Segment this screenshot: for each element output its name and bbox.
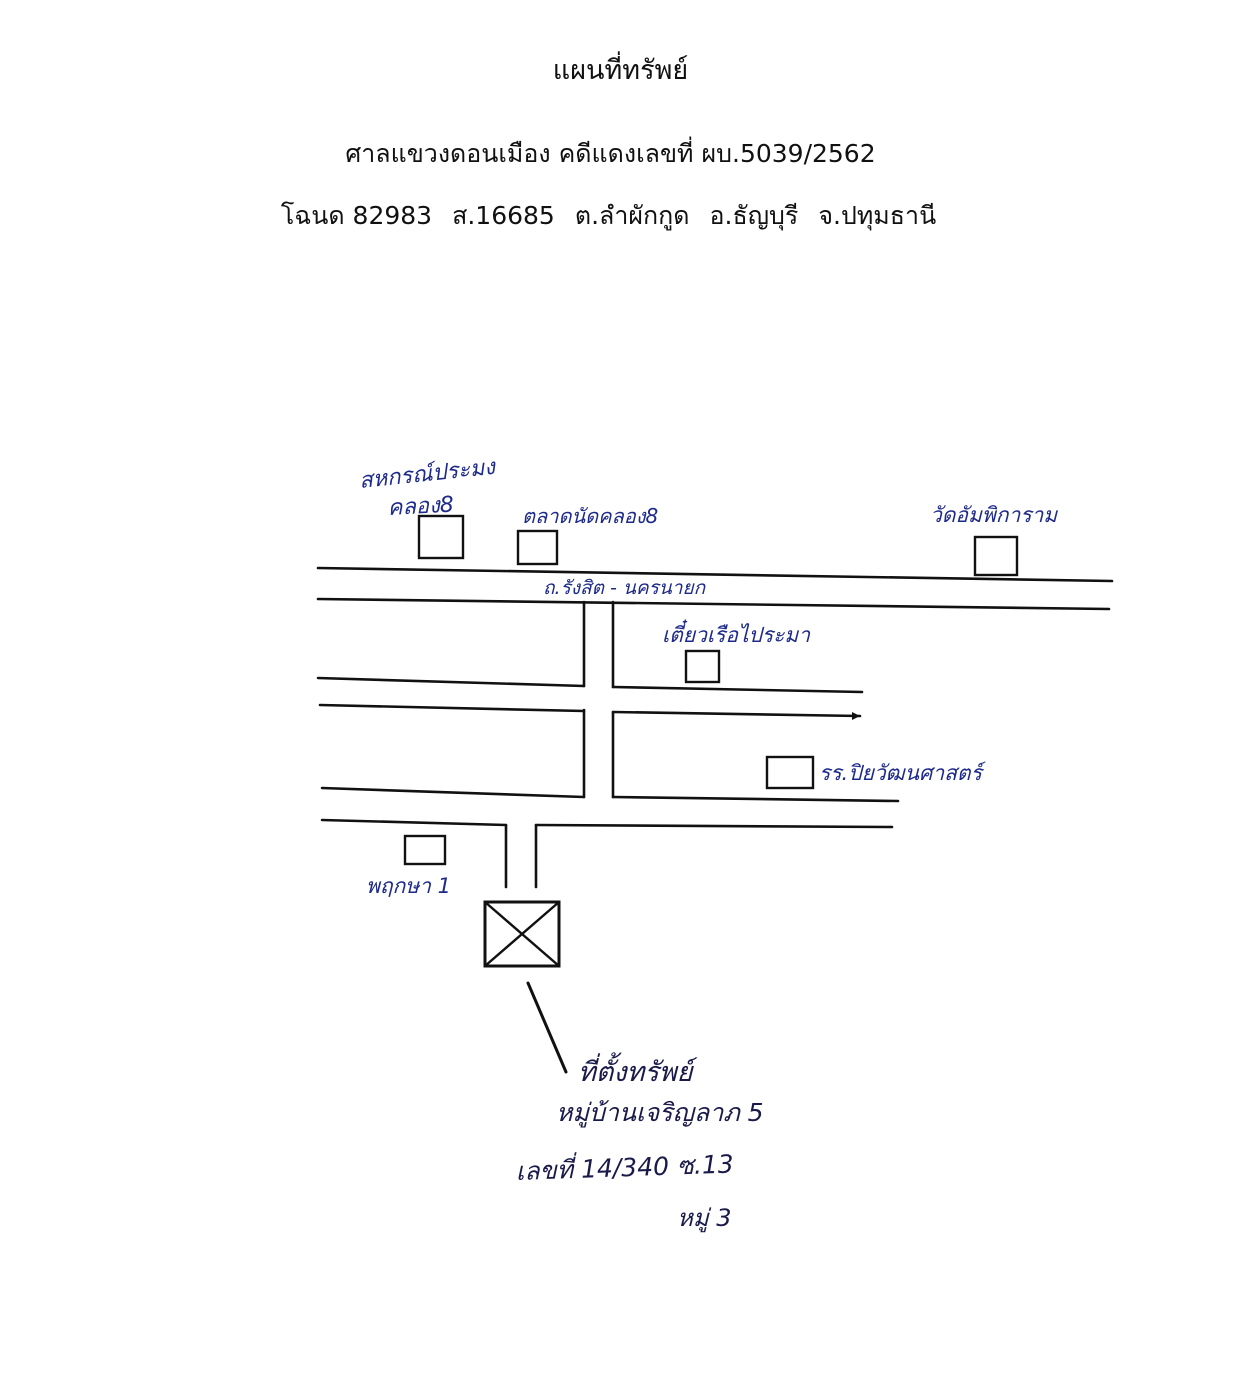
bottom-road-east (534, 823, 894, 829)
property-note-village: หมู่บ้านเจริญลาภ 5 (556, 1098, 764, 1128)
property-marker (483, 900, 561, 968)
left-road-1 (316, 676, 586, 688)
temple-label: วัดอัมพิการาม (930, 503, 1058, 527)
coop-label-line1: สหกรณ์ประมง (358, 454, 499, 494)
school-label: รร.ปิยวัฒนศาสตร์ (819, 761, 986, 785)
right-road-2 (611, 710, 862, 718)
noodle-shop-label: เตี๋ยวเรือไประมา (662, 619, 811, 647)
subdistrict: ต.ลำผักกูด (574, 201, 690, 230)
village-1-building (403, 834, 447, 866)
map-title: แผนที่ทรัพย์ (552, 55, 689, 86)
court-case-line: ศาลแขวงดอนเมือง คดีแดงเลขที่ ผบ.5039/256… (345, 139, 876, 168)
right-road-3 (611, 795, 900, 803)
left-road-2 (318, 703, 586, 713)
property-note-moo: หมู่ 3 (677, 1204, 732, 1233)
road-arrow (852, 712, 860, 720)
bottom-road-west (320, 818, 508, 827)
survey-number: ส.16685 (452, 201, 555, 230)
left-road-3 (320, 786, 586, 799)
property-note-title: ที่ตั้งทรัพย์ (578, 1052, 698, 1088)
market-building (516, 529, 559, 566)
deed-location-line: โฉนด 82983 ส.16685 ต.ลำผักกูด อ.ธัญบุรี จ.ปท… (0, 196, 1229, 236)
school-building (765, 755, 815, 790)
right-road-1 (611, 685, 864, 694)
main-road-south-edge (316, 597, 1111, 611)
main-road-label: ถ.รังสิต - นครนายก (543, 577, 707, 599)
deed-number: โฉนด 82983 (280, 201, 433, 230)
main-road-north-edge (316, 566, 1114, 583)
temple-building (973, 535, 1019, 577)
district: อ.ธัญบุรี (709, 201, 799, 230)
province: จ.ปทุมธานี (818, 201, 937, 230)
property-pointer-line (526, 981, 568, 1074)
property-note-address: เลขที่ 14/340 ซ.13 (515, 1146, 734, 1186)
coop-label-line2: คลอง8 (387, 493, 454, 521)
market-label: ตลาดนัดคลอง8 (522, 504, 658, 528)
coop-building (417, 514, 465, 560)
noodle-shop-building (684, 649, 721, 684)
village-1-label: พฤกษา 1 (366, 874, 451, 898)
